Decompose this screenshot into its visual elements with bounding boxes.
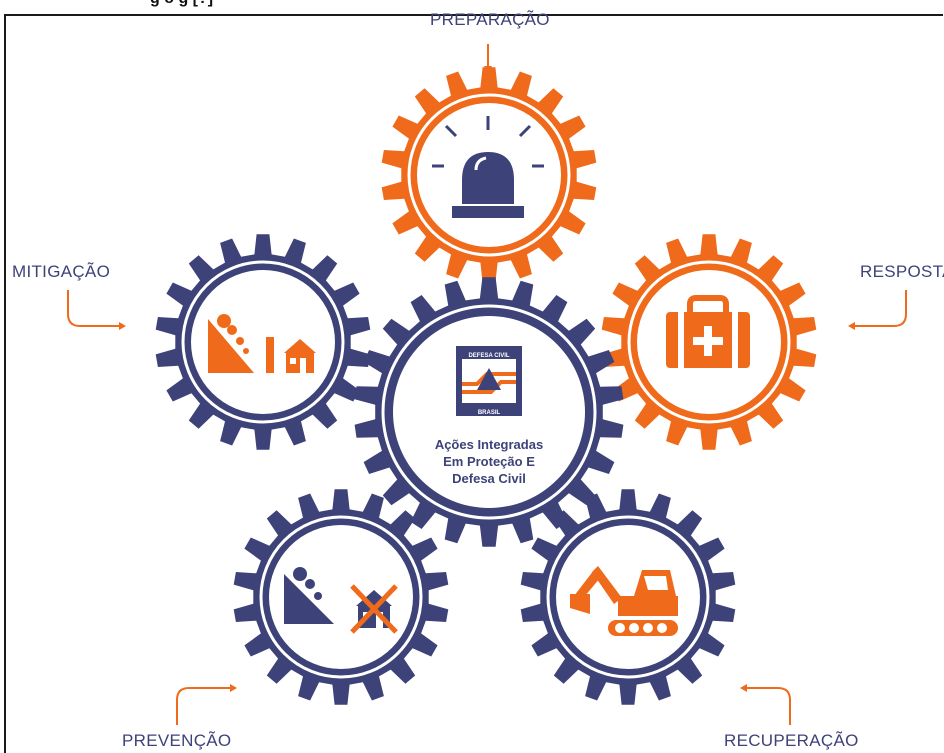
gear-prevencao-face xyxy=(269,525,413,669)
gear-mitigacao-face xyxy=(191,270,335,414)
gear-resposta-ring xyxy=(627,260,791,424)
label-recuperacao: RECUPERAÇÃO xyxy=(724,731,859,750)
excavator-icon xyxy=(570,566,678,636)
gear-center-ring xyxy=(381,304,597,520)
landslide-crossed-house-icon xyxy=(284,567,398,634)
gear-preparacao-ring xyxy=(407,93,571,257)
cropped-title: g o g [?] xyxy=(150,0,213,8)
first-aid-kit-icon xyxy=(666,295,750,368)
logo-bottom-text: BRASIL xyxy=(478,410,501,416)
arrow-prevencao xyxy=(176,684,237,725)
label-resposta: RESPOSTA xyxy=(860,262,944,281)
defesa-civil-logo xyxy=(456,346,522,416)
label-mitigacao: MITIGAÇÃO xyxy=(12,262,111,281)
landslide-wall-house-icon xyxy=(208,314,316,373)
center-caption: Ações Integradas Em Proteção E Defesa Ci… xyxy=(419,436,559,487)
arrow-resposta xyxy=(848,290,907,330)
gear-mitigacao-ring xyxy=(181,260,345,424)
center-line-3: Defesa Civil xyxy=(452,471,526,486)
center-line-1: Ações Integradas xyxy=(434,437,544,452)
center-line-2: Em Proteção E xyxy=(443,454,535,469)
gear-recuperacao-ring xyxy=(546,515,710,679)
label-prevencao: PREVENÇÃO xyxy=(122,731,232,750)
logo-top-text: DEFESA CIVIL xyxy=(468,353,509,359)
top-caption-cropped: g o g [?] xyxy=(0,0,944,12)
gear-mitigacao xyxy=(155,234,371,450)
label-preparacao: PREPARAÇÃO xyxy=(430,10,550,29)
arrow-recuperacao xyxy=(740,684,791,725)
gear-prevencao-ring xyxy=(259,515,423,679)
figure-frame xyxy=(4,14,943,753)
siren-icon xyxy=(432,116,544,218)
gear-prevencao xyxy=(233,489,449,705)
arrow-mitigacao xyxy=(67,290,126,330)
